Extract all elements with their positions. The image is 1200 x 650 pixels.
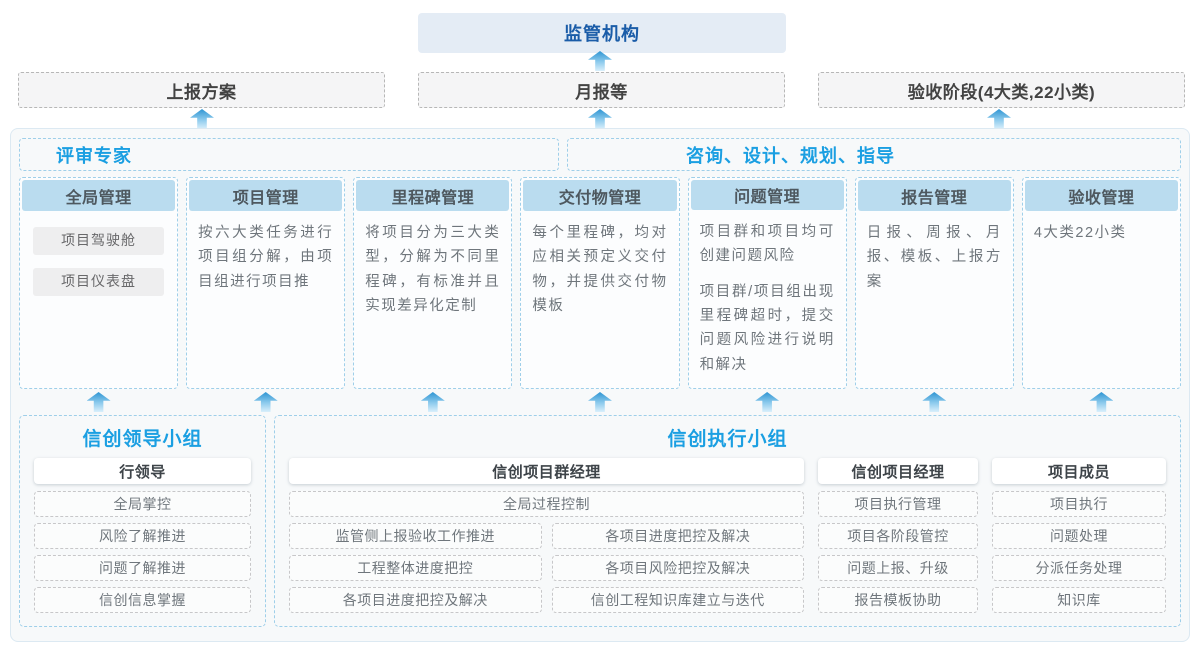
- bottom-groups: 信创领导小组 行领导 全局掌控 风险了解推进 问题了解推进 信创信息掌握 信创执…: [19, 415, 1181, 627]
- project-member-section: 项目成员 项目执行 问题处理 分派任务处理 知识库: [992, 458, 1166, 614]
- column-text: 项目群/项目组出现里程碑超时，提交问题风险进行说明和解决: [699, 283, 835, 373]
- column-text: 每个里程碑，均对应相关预定义交付物，并提供交付物模板: [532, 225, 668, 315]
- column-title: 交付物管理: [523, 180, 677, 211]
- output-box-acceptance-phase: 验收阶段(4大类,22小类): [818, 72, 1185, 108]
- column-body: 项目群和项目均可创建问题风险 项目群/项目组出现里程碑超时，提交问题风险进行说明…: [689, 212, 846, 388]
- up-arrow-icon: [987, 109, 1011, 129]
- role-project-manager: 信创项目经理: [818, 458, 978, 484]
- column-arrows: [19, 389, 1181, 415]
- duty-item: 信创信息掌握: [34, 587, 251, 613]
- column-body: 项目驾驶舱 项目仪表盘: [20, 213, 177, 388]
- execution-group: 信创执行小组 信创项目群经理 全局过程控制 监管侧上报验收工作推进 各项目进度把…: [274, 415, 1181, 627]
- up-arrow-icon: [190, 109, 214, 129]
- role-project-member: 项目成员: [992, 458, 1166, 484]
- chip-project-dashboard: 项目仪表盘: [33, 268, 165, 296]
- duty-item: 监管侧上报验收工作推进: [289, 523, 542, 549]
- column-title: 全局管理: [22, 180, 176, 211]
- column-body: 将项目分为三大类型，分解为不同里程碑，有标准并且实现差异化定制: [354, 213, 511, 388]
- column-issue-management: 问题管理 项目群和项目均可创建问题风险 项目群/项目组出现里程碑超时，提交问题风…: [687, 177, 847, 389]
- column-deliverable-management: 交付物管理 每个里程碑，均对应相关预定义交付物，并提供交付物模板: [520, 177, 680, 389]
- duty-item: 工程整体进度把控: [289, 555, 542, 581]
- up-arrow-icon: [588, 109, 612, 129]
- column-global-management: 全局管理 项目驾驶舱 项目仪表盘: [19, 177, 179, 389]
- output-box-monthly-report: 月报等: [418, 72, 785, 108]
- duty-item: 问题了解推进: [34, 555, 251, 581]
- up-arrow-icon: [587, 392, 612, 412]
- header-strip: 评审专家 咨询、设计、规划、指导: [19, 138, 1181, 171]
- project-manager-duties: 项目执行管理 项目各阶段管控 问题上报、升级 报告模板协助: [818, 491, 978, 613]
- role-bank-leader: 行领导: [34, 458, 251, 484]
- role-program-manager: 信创项目群经理: [289, 458, 804, 484]
- column-text: 项目群和项目均可创建问题风险: [699, 223, 835, 265]
- leader-duty-list: 全局掌控 风险了解推进 问题了解推进 信创信息掌握: [34, 491, 251, 613]
- up-arrow-icon: [755, 392, 780, 412]
- duty-item: 全局过程控制: [289, 491, 804, 517]
- column-report-management: 报告管理 日报、周报、月报、模板、上报方案: [854, 177, 1014, 389]
- duty-item: 项目各阶段管控: [818, 523, 978, 549]
- leadership-group-title: 信创领导小组: [82, 429, 203, 450]
- duty-item: 项目执行管理: [818, 491, 978, 517]
- platform-panel: 评审专家 咨询、设计、规划、指导 全局管理 项目驾驶舱 项目仪表盘 项目管理 按…: [10, 128, 1190, 642]
- column-acceptance-management: 验收管理 4大类22小类: [1021, 177, 1181, 389]
- duty-item: 问题处理: [992, 523, 1166, 549]
- column-project-management: 项目管理 按六大类任务进行项目组分解，由项目组进行项目推: [186, 177, 346, 389]
- project-member-duties: 项目执行 问题处理 分派任务处理 知识库: [992, 491, 1166, 613]
- column-title: 报告管理: [857, 180, 1011, 211]
- consulting-label: 咨询、设计、规划、指导: [686, 145, 895, 166]
- project-manager-section: 信创项目经理 项目执行管理 项目各阶段管控 问题上报、升级 报告模板协助: [818, 458, 978, 614]
- duty-item: 风险了解推进: [34, 523, 251, 549]
- column-body: 日报、周报、月报、模板、上报方案: [856, 213, 1013, 388]
- column-title: 验收管理: [1024, 180, 1178, 211]
- execution-group-title: 信创执行小组: [667, 429, 788, 450]
- column-title: 项目管理: [189, 180, 343, 211]
- duty-item: 全局掌控: [34, 491, 251, 517]
- up-arrow-icon: [253, 392, 278, 412]
- duty-item: 项目执行: [992, 491, 1166, 517]
- duty-item: 分派任务处理: [992, 555, 1166, 581]
- column-text: 将项目分为三大类型，分解为不同里程碑，有标准并且实现差异化定制: [365, 225, 501, 315]
- program-manager-duty-grid: 监管侧上报验收工作推进 各项目进度把控及解决 工程整体进度把控 各项目风险把控及…: [289, 523, 804, 613]
- up-arrow-icon: [86, 392, 111, 412]
- program-manager-section: 信创项目群经理 全局过程控制 监管侧上报验收工作推进 各项目进度把控及解决 工程…: [289, 458, 804, 614]
- duty-item: 各项目进度把控及解决: [551, 523, 804, 549]
- duty-item: 知识库: [992, 587, 1166, 613]
- column-body: 按六大类任务进行项目组分解，由项目组进行项目推: [187, 213, 344, 388]
- column-text: 4大类22小类: [1033, 225, 1127, 241]
- management-columns: 全局管理 项目驾驶舱 项目仪表盘 项目管理 按六大类任务进行项目组分解，由项目组…: [19, 177, 1181, 389]
- regulator-box: 监管机构: [418, 13, 786, 53]
- duty-item: 信创工程知识库建立与迭代: [551, 587, 804, 613]
- up-arrow-icon: [588, 51, 612, 71]
- output-box-report-plan: 上报方案: [18, 72, 385, 108]
- execution-columns: 信创项目群经理 全局过程控制 监管侧上报验收工作推进 各项目进度把控及解决 工程…: [289, 458, 1166, 614]
- up-arrow-icon: [420, 392, 445, 412]
- chip-project-cockpit: 项目驾驶舱: [33, 227, 165, 255]
- experts-box: 评审专家: [19, 138, 559, 171]
- duty-item: 问题上报、升级: [818, 555, 978, 581]
- column-title: 里程碑管理: [356, 180, 510, 211]
- leadership-group: 信创领导小组 行领导 全局掌控 风险了解推进 问题了解推进 信创信息掌握: [19, 415, 266, 627]
- column-body: 4大类22小类: [1023, 213, 1180, 388]
- column-text: 按六大类任务进行项目组分解，由项目组进行项目推: [198, 225, 334, 290]
- program-manager-duties: 全局过程控制 监管侧上报验收工作推进 各项目进度把控及解决 工程整体进度把控 各…: [289, 491, 804, 613]
- column-body: 每个里程碑，均对应相关预定义交付物，并提供交付物模板: [521, 213, 678, 388]
- duty-item: 报告模板协助: [818, 587, 978, 613]
- experts-label: 评审专家: [56, 145, 132, 166]
- consulting-box: 咨询、设计、规划、指导: [567, 138, 1181, 171]
- up-arrow-icon: [1089, 392, 1114, 412]
- column-milestone-management: 里程碑管理 将项目分为三大类型，分解为不同里程碑，有标准并且实现差异化定制: [353, 177, 513, 389]
- duty-item: 各项目进度把控及解决: [289, 587, 542, 613]
- column-text: 日报、周报、月报、模板、上报方案: [866, 225, 1002, 290]
- column-title: 问题管理: [690, 180, 844, 210]
- up-arrow-icon: [922, 392, 947, 412]
- duty-item: 各项目风险把控及解决: [551, 555, 804, 581]
